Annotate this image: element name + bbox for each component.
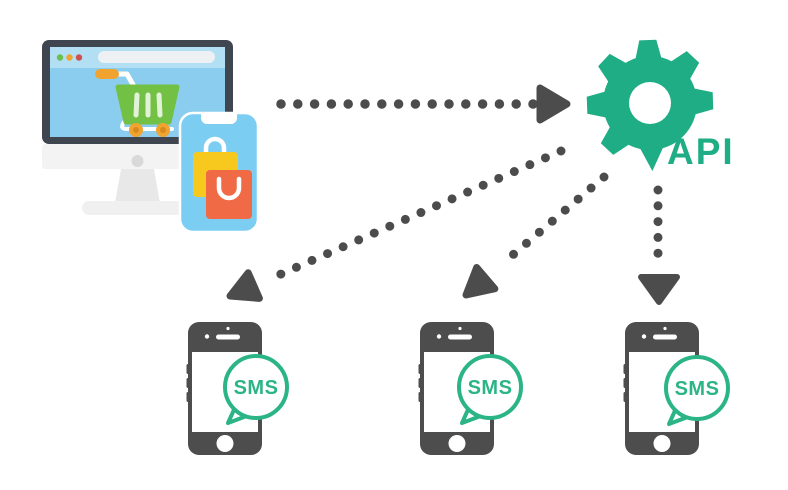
api-gear-node: API [586, 39, 735, 172]
sms-phone-1: SMS [186, 322, 289, 455]
home-button [653, 435, 671, 452]
speaker-bar [653, 334, 677, 340]
side-button [418, 378, 422, 388]
gear-icon [586, 39, 714, 171]
window-control-dots [56, 54, 83, 61]
api-label: API [667, 131, 735, 172]
side-button [623, 364, 627, 374]
monitor-base [82, 201, 192, 215]
arrow-store-to-api [276, 84, 571, 124]
side-button [623, 378, 627, 388]
phone-notch [201, 112, 237, 124]
sms-speech-bubble-icon: SMS [457, 354, 523, 425]
arrow-api-to-phone-3 [638, 185, 680, 305]
side-button [623, 392, 627, 402]
sensor-dot [226, 326, 230, 331]
side-button [418, 364, 422, 374]
bubble-body [664, 355, 730, 421]
camera-dot [641, 334, 647, 339]
side-button [186, 364, 190, 374]
bubble-body [457, 354, 523, 420]
flow-arrows [226, 84, 680, 305]
shopping-cart-icon [95, 69, 180, 137]
side-button [186, 378, 190, 388]
home-button [216, 435, 234, 452]
monitor-stand [115, 169, 160, 203]
sensor-dot [663, 326, 667, 331]
orange-bag [206, 170, 252, 219]
sms-phone-2: SMS [418, 322, 523, 455]
arrowhead-downleft-icon [226, 269, 263, 302]
speaker-bar [216, 334, 240, 340]
side-button [186, 392, 190, 402]
arrowhead-down-icon [638, 274, 680, 305]
arrow-api-to-phone-2 [462, 172, 609, 299]
sms-speech-bubble-icon: SMS [664, 355, 730, 426]
camera-dot [436, 334, 442, 339]
speaker-bar [448, 334, 472, 340]
gear-center-hole [629, 82, 671, 124]
sms-label: SMS [675, 378, 720, 400]
arrowhead-downleft-icon [462, 263, 499, 299]
browser-address-bar [98, 51, 215, 63]
home-button [448, 435, 466, 452]
camera-dot [204, 334, 210, 339]
monitor-camera-dot [131, 155, 144, 167]
arrowhead-right-icon [536, 84, 571, 124]
sms-phone-3: SMS [623, 322, 730, 455]
sms-speech-bubble-icon: SMS [223, 354, 289, 425]
shopping-bags-icon [193, 136, 252, 219]
arrow-api-to-phone-1 [226, 146, 566, 302]
ecommerce-website-node [42, 40, 260, 234]
bubble-body [223, 354, 289, 420]
sensor-dot [458, 326, 462, 331]
mobile-shopping-app-icon [178, 111, 260, 234]
side-button [418, 392, 422, 402]
sms-label: SMS [234, 377, 279, 399]
sms-label: SMS [468, 377, 513, 399]
